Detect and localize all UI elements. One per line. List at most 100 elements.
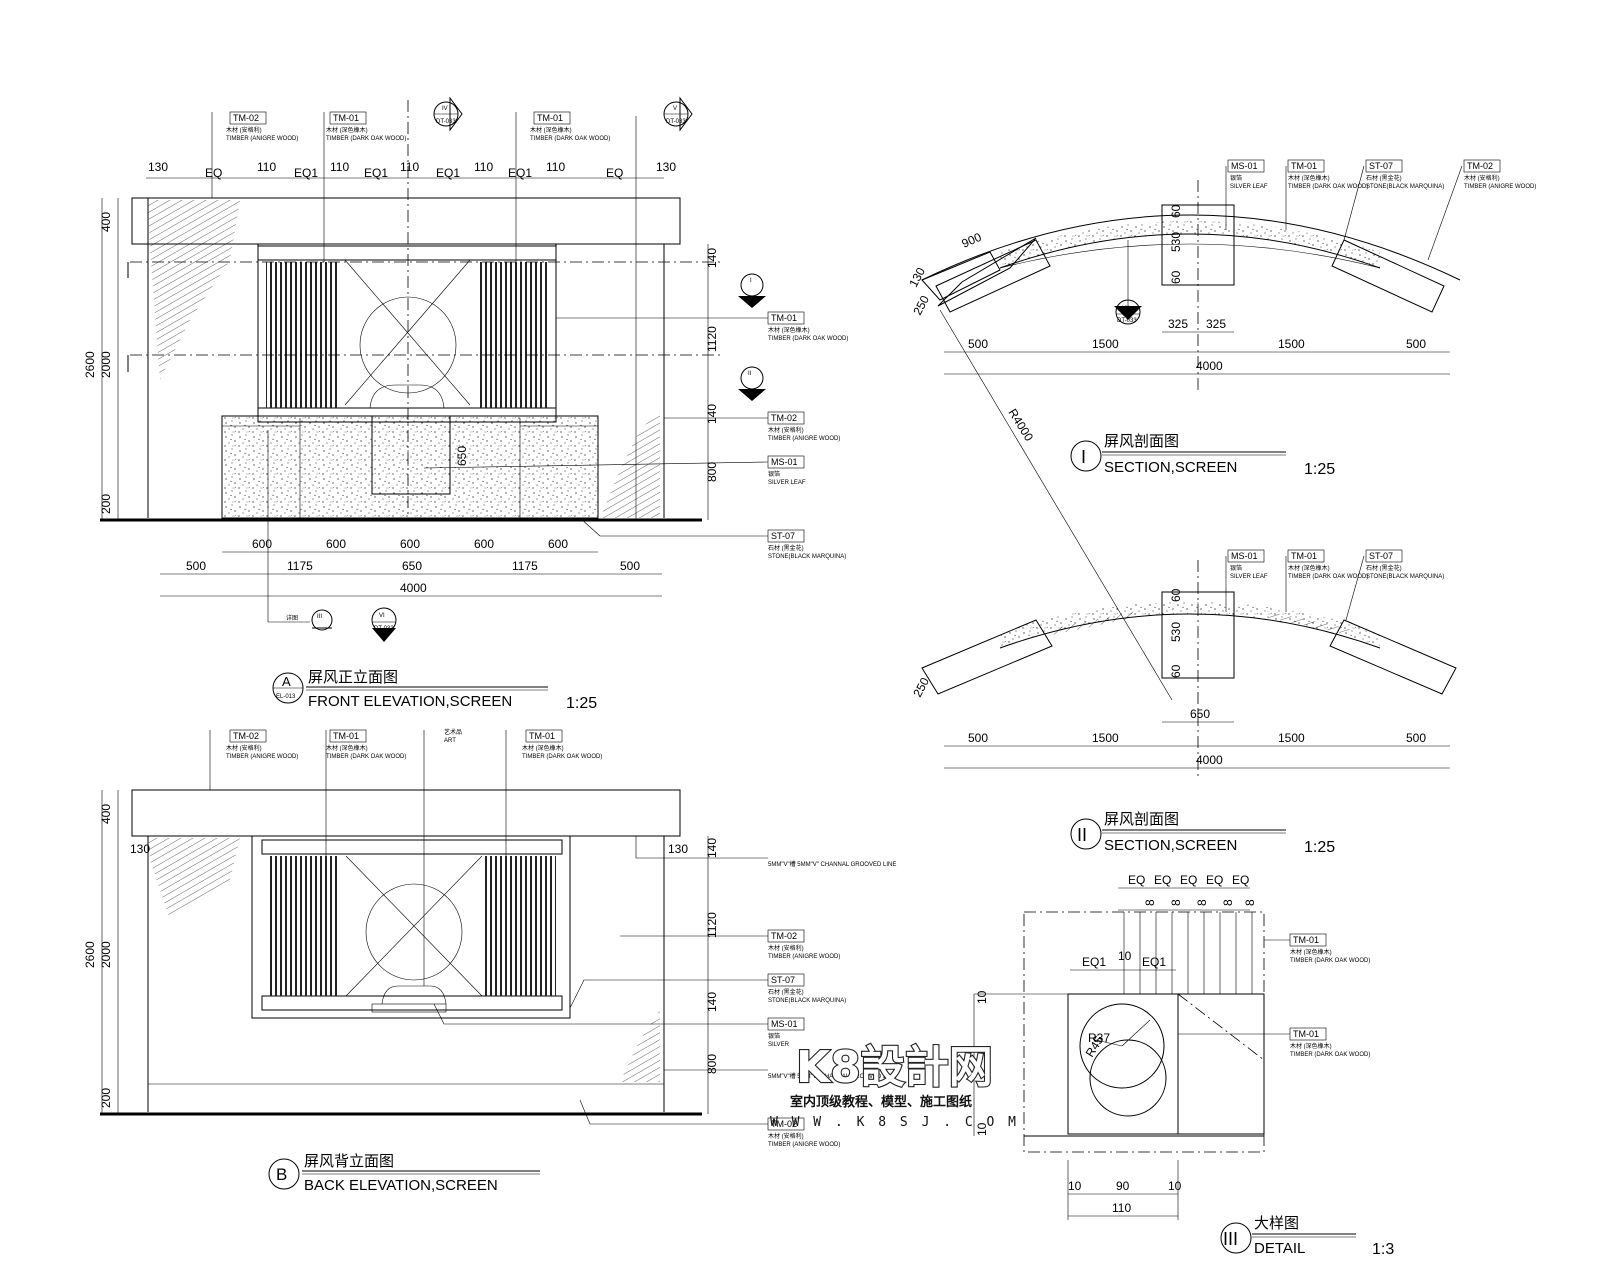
dim-text: EQ1 <box>1082 955 1106 969</box>
svg-text:TM-02: TM-02 <box>771 931 797 941</box>
svg-text:石材 (黑金花): 石材 (黑金花) <box>1366 174 1402 182</box>
front-top-dims: 130 EQ 110 EQ1 110 EQ1 110 EQ1 110 EQ1 1… <box>148 160 676 180</box>
tag-art-back: 艺术品 ART <box>423 728 462 986</box>
svg-text:木材 (深色橡木): 木材 (深色橡木) <box>1290 1042 1332 1050</box>
dim-text: 4000 <box>1196 753 1223 767</box>
tag-ms01-s2: MS-01 银箔 SILVER LEAF <box>1225 549 1268 612</box>
svg-text:木材 (深色橡木): 木材 (深色橡木) <box>522 744 564 752</box>
dim-text: 650 <box>1190 707 1210 721</box>
svg-text:I: I <box>750 278 752 284</box>
front-badge-letter: A <box>282 674 291 689</box>
svg-text:木材 (深色橡木): 木材 (深色橡木) <box>1288 174 1330 182</box>
dim-text: 200 <box>99 1088 113 1108</box>
dim-text: 2600 <box>83 941 97 968</box>
tag-tm01-back-2: TM-01 木材 (深色橡木) TIMBER (DARK OAK WOOD) <box>505 729 602 856</box>
watermark-subtitle: 室内顶级教程、模型、施工图纸 <box>790 1094 972 1110</box>
section-marker-vii[interactable]: VII DT-033 <box>1114 240 1142 325</box>
dim-text: 10 <box>1118 949 1132 963</box>
tag-tm02-front: TM-02 木材 (安格利) TIMBER (ANIGRE WOOD) <box>211 111 298 198</box>
tag-st07-back: ST-07 石材 (黑金花) STONE(BLACK MARQUINA) <box>569 973 846 1009</box>
detail-top-grooves <box>1123 912 1253 994</box>
section-marker-i[interactable]: I <box>738 273 766 308</box>
dim-text: 1120 <box>705 912 719 938</box>
section-1-title: I 屏风剖面图 SECTION,SCREEN 1:25 <box>1070 433 1335 478</box>
svg-text:TM-02: TM-02 <box>771 413 797 423</box>
section-marker-vi[interactable]: VI DT-033 <box>371 607 397 642</box>
dim-text: 8 <box>1195 899 1209 906</box>
dim-text: 2000 <box>99 941 113 968</box>
svg-text:TM-02: TM-02 <box>233 731 259 741</box>
dim-text: 800 <box>705 462 719 482</box>
tag-groove-back-2: 5MM"V"槽 5MM"V" CHANNAL GROOVED LINE <box>664 1069 896 1080</box>
section-marker-iv[interactable]: IV DT-033 <box>433 96 463 132</box>
dim-text: 1500 <box>1092 337 1119 351</box>
svg-text:II: II <box>1077 825 1087 845</box>
svg-text:IV: IV <box>442 106 448 112</box>
dim-text: 130 <box>130 842 150 856</box>
svg-text:VI: VI <box>379 613 385 619</box>
svg-text:MS-01: MS-01 <box>1231 161 1258 171</box>
svg-text:TIMBER (ANIGRE WOOD): TIMBER (ANIGRE WOOD) <box>226 754 298 760</box>
svg-text:TM-01: TM-01 <box>1293 935 1319 945</box>
dim-text: 500 <box>968 337 988 351</box>
watermark-url: W W W . K 8 S J . C O M <box>770 1115 1019 1130</box>
svg-text:木材 (安格利): 木材 (安格利) <box>768 1132 804 1140</box>
dim-text: 4000 <box>1196 359 1223 373</box>
svg-text:ST-07: ST-07 <box>771 531 795 541</box>
dim-text: 200 <box>99 494 113 514</box>
dim-text: 2000 <box>99 351 113 378</box>
svg-text:TM-01: TM-01 <box>1291 161 1317 171</box>
dim-text: 8 <box>1143 899 1157 906</box>
dim-text: EQ1 <box>436 166 460 180</box>
tag-tm02-back-bottom: TM-02 木材 (安格利) TIMBER (ANIGRE WOOD) <box>579 1099 840 1148</box>
section-marker-iii-detail[interactable]: 详图 III <box>267 430 333 631</box>
tag-ms01-back: MS-01 银箔 SILVER <box>433 1003 805 1048</box>
front-scale: 1:25 <box>566 695 597 712</box>
svg-text:TM-01: TM-01 <box>771 313 797 323</box>
dim-text: EQ1 <box>294 166 318 180</box>
section2-title-cn: 屏风剖面图 <box>1104 811 1179 828</box>
front-title-cn: 屏风正立面图 <box>308 669 398 686</box>
dim-text: 110 <box>400 160 419 174</box>
svg-text:VII: VII <box>1122 306 1130 312</box>
tag-tm02-front-right: TM-02 木材 (安格利) TIMBER (ANIGRE WOOD) <box>664 411 840 442</box>
tag-tm01-front-right: TM-01 木材 (深色橡木) TIMBER (DARK OAK WOOD) <box>556 311 848 342</box>
watermark: K8設計网 室内顶级教程、模型、施工图纸 W W W . K 8 S J . C… <box>770 1041 1019 1130</box>
svg-text:TIMBER (DARK OAK WOOD): TIMBER (DARK OAK WOOD) <box>1290 1052 1370 1058</box>
detail-3: EQ EQ EQ EQ EQ 8 8 8 8 8 EQ1 10 EQ1 R45 … <box>973 873 1394 1258</box>
svg-text:TIMBER (DARK OAK WOOD): TIMBER (DARK OAK WOOD) <box>1290 958 1370 964</box>
back-badge-letter: B <box>276 1165 287 1184</box>
dim-text: EQ <box>1128 873 1145 887</box>
svg-text:木材 (安格利): 木材 (安格利) <box>226 744 262 752</box>
tag-tm01-s1: TM-01 木材 (深色橡木) TIMBER (DARK OAK WOOD) <box>1285 159 1368 230</box>
dim-text: EQ <box>1180 873 1197 887</box>
svg-text:艺术品: 艺术品 <box>444 728 462 736</box>
svg-text:SILVER: SILVER <box>768 1042 790 1048</box>
section-marker-ii[interactable]: II <box>738 366 766 401</box>
svg-text:木材 (安格利): 木材 (安格利) <box>768 426 804 434</box>
dim-text: 800 <box>705 1054 719 1074</box>
svg-text:TIMBER (DARK OAK WOOD): TIMBER (DARK OAK WOOD) <box>1288 184 1368 190</box>
svg-text:I: I <box>1081 447 1086 467</box>
dim-text: 130 <box>906 265 928 290</box>
svg-text:银箔: 银箔 <box>768 470 780 478</box>
dim-text: EQ1 <box>364 166 388 180</box>
svg-text:TIMBER (DARK OAK WOOD): TIMBER (DARK OAK WOOD) <box>768 336 848 342</box>
svg-text:TM-01: TM-01 <box>1293 1029 1319 1039</box>
svg-text:TIMBER (DARK OAK WOOD): TIMBER (DARK OAK WOOD) <box>1288 574 1368 580</box>
back-elevation: 400 2600 2000 200 130 130 140 1120 140 8… <box>83 728 896 1194</box>
dim-text: 600 <box>252 537 272 551</box>
detail-title: III 大样图 DETAIL 1:3 <box>1220 1215 1394 1258</box>
tag-tm01-front-1: TM-01 木材 (深色橡木) TIMBER (DARK OAK WOOD) <box>323 111 406 262</box>
svg-text:STONE(BLACK MARQUINA): STONE(BLACK MARQUINA) <box>768 998 846 1004</box>
dim-text: 140 <box>705 838 719 858</box>
svg-text:银箔: 银箔 <box>1230 174 1242 182</box>
dim-text: 130 <box>668 842 688 856</box>
svg-text:5MM"V"槽 5MM"V" CHANNAL GROOVED: 5MM"V"槽 5MM"V" CHANNAL GROOVED LINE <box>768 1072 896 1080</box>
section-2: 250 60 530 60 650 500 1500 1500 500 4000… <box>910 549 1457 856</box>
tag-st07-front: ST-07 石材 (黑金花) STONE(BLACK MARQUINA) <box>579 517 846 560</box>
svg-text:MS-01: MS-01 <box>771 457 798 467</box>
tag-tm01-front-2: TM-01 木材 (深色橡木) TIMBER (DARK OAK WOOD) <box>515 111 610 262</box>
dim-text: 600 <box>326 537 346 551</box>
